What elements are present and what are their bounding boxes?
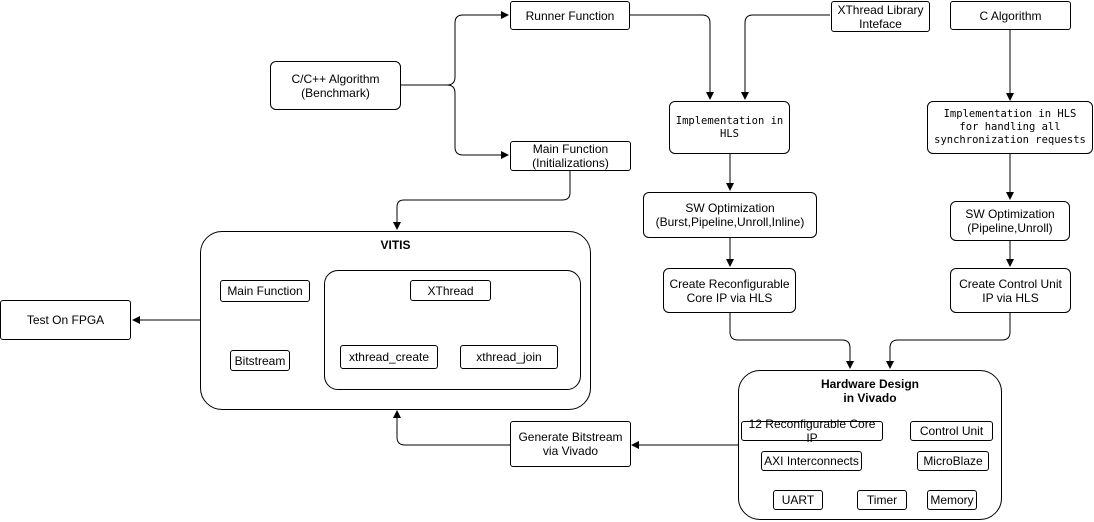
test-on-fpga-node: Test On FPGA: [0, 300, 131, 340]
create-control-unit-node: Create Control Unit IP via HLS: [950, 268, 1071, 313]
create-reconfigurable-core-node: Create Reconfigurable Core IP via HLS: [663, 268, 796, 313]
vitis-main-function-box: Main Function: [220, 280, 310, 302]
c-algorithm-node: C Algorithm: [950, 1, 1071, 30]
xthread-create-box: xthread_create: [340, 345, 438, 369]
memory-box: Memory: [927, 490, 977, 510]
cpp-algorithm-benchmark-node: C/C++ Algorithm (Benchmark): [270, 61, 401, 110]
edge-algorithm-to-main: [401, 84, 509, 159]
hardware-design-title: Hardware Design in Vivado: [820, 377, 920, 405]
vitis-bitstream-box: Bitstream: [230, 350, 290, 371]
edge-algorithm-to-runner: [401, 11, 509, 86]
runner-function-node: Runner Function: [510, 1, 630, 30]
timer-box: Timer: [857, 490, 907, 510]
implementation-in-hls-node: Implementation in HLS: [669, 101, 790, 154]
edge-main-to-vitis: [393, 170, 571, 230]
uart-box: UART: [773, 490, 823, 510]
microblaze-box: MicroBlaze: [917, 451, 989, 471]
edge-bitstream-to-vitis: [393, 410, 510, 446]
reconfigurable-core-ip-box: 12 Reconfigurable Core IP: [741, 417, 883, 445]
sw-optimization-left-node: SW Optimization (Burst,Pipeline,Unroll,I…: [643, 192, 817, 238]
main-function-initializations-node: Main Function (Initializations): [510, 141, 631, 171]
axi-interconnects-box: AXI Interconnects: [761, 451, 862, 471]
edge-reconfig-to-hardware: [729, 312, 854, 369]
xthread-box: XThread: [410, 280, 491, 301]
control-unit-box: Control Unit: [910, 421, 993, 441]
generate-bitstream-node: Generate Bitstream via Vivado: [510, 421, 631, 467]
sw-optimization-right-node: SW Optimization (Pipeline,Unroll): [950, 201, 1070, 241]
vitis-title: VITIS: [380, 238, 411, 252]
edge-runner-to-hls: [618, 14, 714, 100]
implementation-in-hls-sync-node: Implementation in HLS for handling all s…: [927, 101, 1093, 154]
edge-xthread-lib-to-hls: [741, 14, 830, 100]
xthread-join-box: xthread_join: [460, 345, 558, 369]
xthread-library-interface-node: XThread Library Inteface: [831, 1, 930, 32]
edge-control-to-hardware: [886, 312, 1011, 369]
